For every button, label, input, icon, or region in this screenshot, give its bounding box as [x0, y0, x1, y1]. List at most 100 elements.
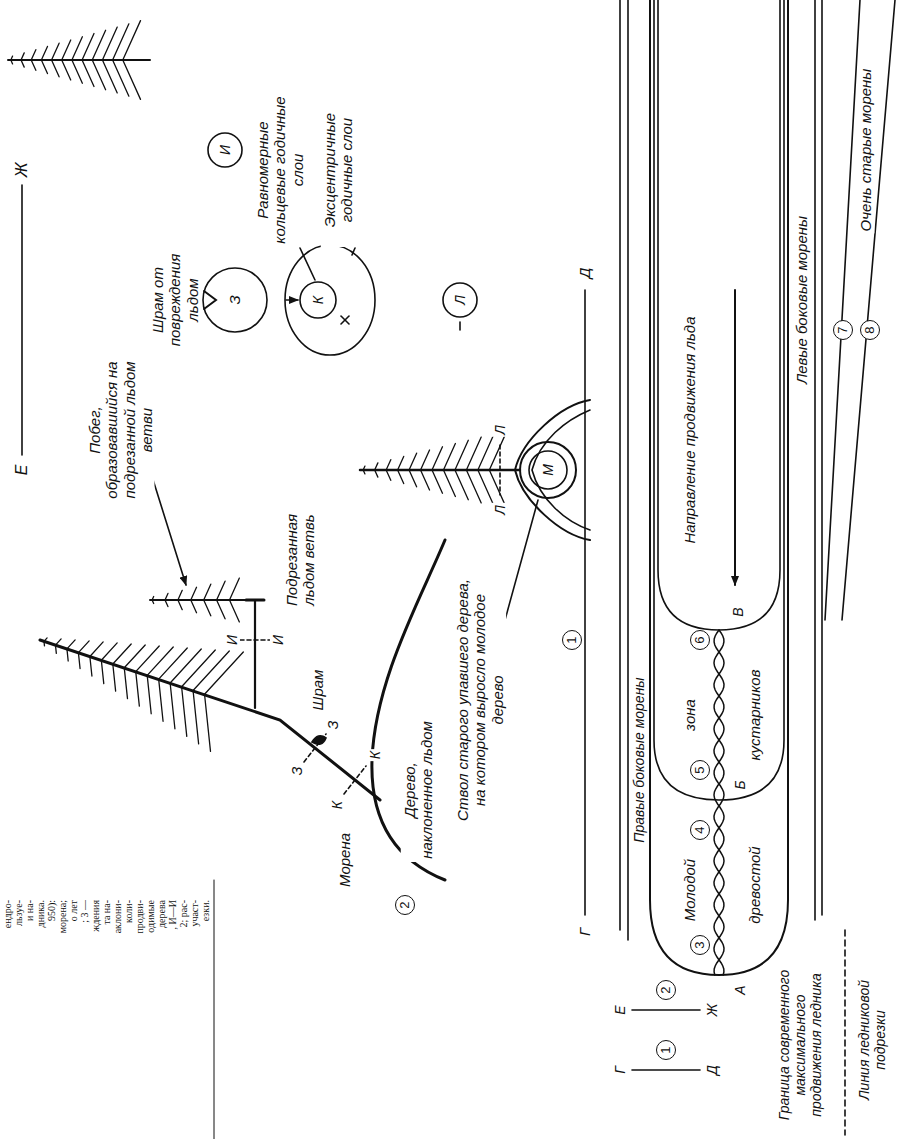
caption-fragment: дерева — [157, 900, 167, 1100]
moraine-ground — [372, 540, 445, 880]
letter-label: К — [310, 294, 326, 306]
callout-number: 2 — [395, 895, 415, 915]
trim-line — [844, 930, 846, 1135]
fir-branch — [409, 470, 417, 487]
fir-branch — [191, 600, 197, 613]
fir-branch — [82, 34, 94, 60]
annotation: Очень старые морены — [857, 67, 874, 234]
fir-branch — [92, 30, 105, 60]
fir-branch — [443, 470, 455, 496]
fir-branch — [421, 450, 430, 470]
fir-branch — [230, 578, 240, 600]
annotation: Направление продвижения льда — [681, 313, 698, 547]
annotation: Шрам от повреждения льдом — [149, 243, 201, 357]
fir-branch — [72, 37, 82, 60]
fir-branch — [62, 40, 71, 60]
fir-branch — [101, 643, 117, 660]
fir-branch — [92, 60, 105, 90]
fir-branch — [443, 444, 455, 470]
fir-branch — [455, 440, 468, 470]
fir-branch — [386, 470, 391, 480]
fir-branch — [398, 470, 404, 484]
annotation: древостой — [746, 844, 763, 925]
caption-fragment: , И—И — [168, 900, 178, 1100]
fir-branch — [113, 664, 116, 691]
caption-fragment: морена; — [58, 900, 68, 1100]
fir-branch — [170, 683, 175, 729]
fir-branch — [52, 60, 60, 77]
fir-branch — [72, 60, 82, 83]
fir-branch — [136, 646, 159, 672]
fir-branch — [123, 21, 141, 60]
fir-branch — [159, 679, 163, 721]
fir-branch — [31, 50, 36, 60]
section-line — [632, 1069, 700, 1071]
fir-branch — [165, 593, 168, 600]
fir-branch — [11, 60, 13, 64]
annotation: Равномерные кольцевые годичные слои — [254, 93, 306, 247]
fir-branch — [152, 600, 154, 604]
fir-branch — [41, 46, 47, 60]
caption-fragment: о лет — [69, 900, 79, 1100]
callout-number: 1 — [656, 1040, 676, 1060]
annotation: Линия ледниковой подрезки — [856, 953, 888, 1127]
letter-label: Л — [452, 293, 468, 307]
fir-branch — [191, 587, 197, 600]
fir-branch — [230, 600, 240, 622]
fir-branch — [55, 639, 61, 645]
fir-branch — [90, 642, 103, 657]
letter-label: З — [226, 293, 243, 306]
braided-line — [714, 630, 724, 975]
callout-number: 7 — [833, 320, 853, 340]
direction-arrow — [286, 299, 298, 301]
caption-fragment: и на- — [25, 900, 35, 1100]
fir-branch — [78, 653, 80, 669]
caption-fragment: ендро- — [3, 900, 13, 1100]
fir-branch — [432, 447, 442, 470]
fir-branch — [193, 651, 229, 691]
section-line — [21, 185, 23, 455]
fir-branch — [21, 60, 24, 67]
young-forest-boundary — [654, 0, 784, 800]
fir-branch — [67, 649, 68, 661]
caption-fragment: льзуе- — [14, 900, 24, 1100]
repeated-strokes — [8, 21, 724, 975]
leader-line — [505, 500, 538, 620]
concentric-rings — [300, 282, 336, 318]
letter-label: Л — [492, 423, 508, 437]
fir-branch — [90, 656, 92, 676]
log-mound — [532, 410, 590, 530]
letter-label: И — [224, 633, 240, 647]
direction-arrow — [459, 322, 461, 330]
letter-label: З — [325, 719, 341, 732]
fir-branch — [31, 60, 36, 70]
letter-label: Е — [13, 463, 31, 478]
fir-branch — [466, 437, 481, 470]
fir-branch — [421, 470, 430, 490]
letter-label: Г — [612, 1064, 628, 1076]
letter-label: Ж — [13, 161, 31, 180]
section-line — [499, 445, 501, 495]
leader-line — [150, 470, 186, 585]
annotation: Правые боковые морены — [631, 675, 647, 844]
caption-fragment: аклони- — [113, 900, 123, 1100]
caption-fragment: ; 3 — — [80, 900, 90, 1100]
fir-branch — [205, 652, 244, 694]
caption-fragment: 950): — [47, 900, 57, 1100]
annotation: Эксцентричные годичные слои — [321, 93, 356, 247]
callout-number: 3 — [690, 935, 710, 955]
fir-branch — [113, 24, 129, 60]
fir-branch — [182, 687, 187, 737]
old-moraine — [842, 0, 895, 620]
cut-branch — [254, 600, 256, 708]
letter-label: Ж — [704, 1002, 720, 1019]
callout-number: 2 — [656, 980, 676, 1000]
callout-number: 4 — [690, 820, 710, 840]
scar-notch — [204, 291, 216, 309]
caption-fragment: одимые — [146, 900, 156, 1100]
pith-cross — [341, 316, 349, 324]
annotation: зона — [681, 697, 698, 733]
letter-label: И — [270, 633, 286, 647]
fir-branch — [363, 470, 365, 474]
left-moraine — [814, 0, 816, 920]
